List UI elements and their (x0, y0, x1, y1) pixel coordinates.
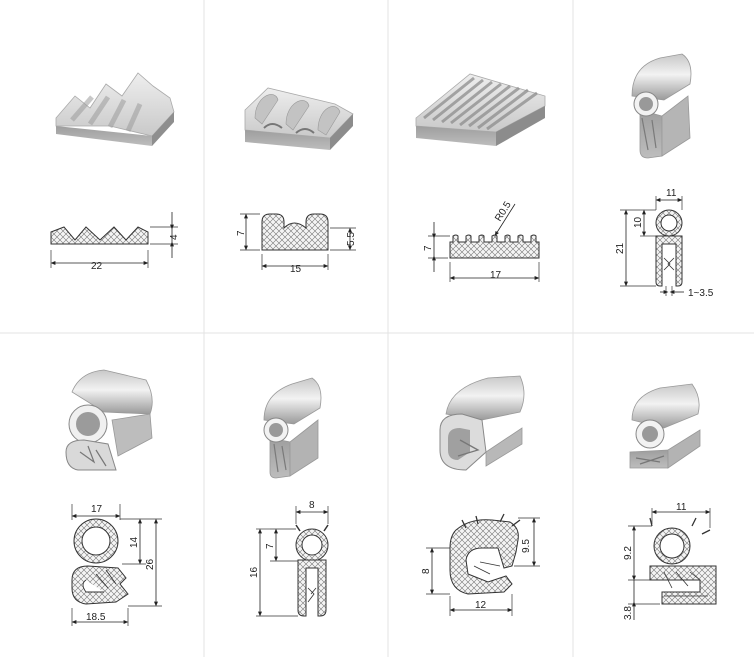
dim-width: 17 (490, 270, 502, 281)
dim-width: 15 (290, 264, 302, 275)
bulb-trim-seal-a-section (620, 196, 684, 296)
bulb-trim-seal-b-section (71, 504, 162, 626)
dim-bulb-height: 9.2 (623, 546, 634, 560)
dim-top: 11 (676, 502, 687, 513)
dim-height: 4 (169, 234, 180, 240)
round-rib-strip-section (240, 213, 356, 270)
dim-height: 7 (236, 230, 247, 236)
bulb-trim-seal-a-3d (631, 53, 692, 159)
triangular-wave-strip-section (50, 212, 178, 268)
dim-top: 8 (309, 500, 315, 511)
dim-bulb-height: 9.5 (521, 539, 532, 553)
dim-bottom: 18.5 (86, 612, 106, 623)
bulb-trim-seal-c-section (256, 506, 329, 617)
bulb-trim-seal-d-section (628, 508, 717, 620)
dim-bulb-height: 7 (265, 543, 276, 549)
dim-height: 8 (421, 568, 432, 574)
dim-height: 7 (423, 245, 434, 251)
dim-bulb: 11 (666, 188, 677, 199)
multi-rib-strip-3d (415, 73, 546, 146)
dim-radius: R0.5 (493, 199, 514, 223)
dim-clip: 3.8 (623, 606, 634, 620)
dim-bulb-height: 14 (129, 536, 140, 548)
multi-rib-strip-section (428, 203, 540, 282)
dim-total: 16 (249, 566, 260, 578)
dim-width: 22 (91, 261, 103, 272)
dim-inner: 5.5 (346, 232, 357, 246)
dim-top: 17 (91, 504, 103, 515)
dim-width: 12 (475, 600, 487, 611)
dim-total: 26 (145, 558, 156, 570)
round-rib-strip-3d (244, 87, 354, 150)
bulb-trim-seal-b-3d (65, 369, 153, 471)
triangular-wave-strip-3d (55, 72, 175, 146)
bulb-trim-seal-c-3d (263, 377, 322, 479)
side-bulb-seal-section (426, 513, 540, 616)
dim-bulb-height: 10 (633, 216, 644, 228)
side-bulb-seal-3d (439, 375, 525, 471)
dim-total: 21 (615, 242, 626, 254)
dim-clip: 1~3.5 (688, 288, 714, 299)
bulb-trim-seal-d-3d (629, 383, 701, 469)
